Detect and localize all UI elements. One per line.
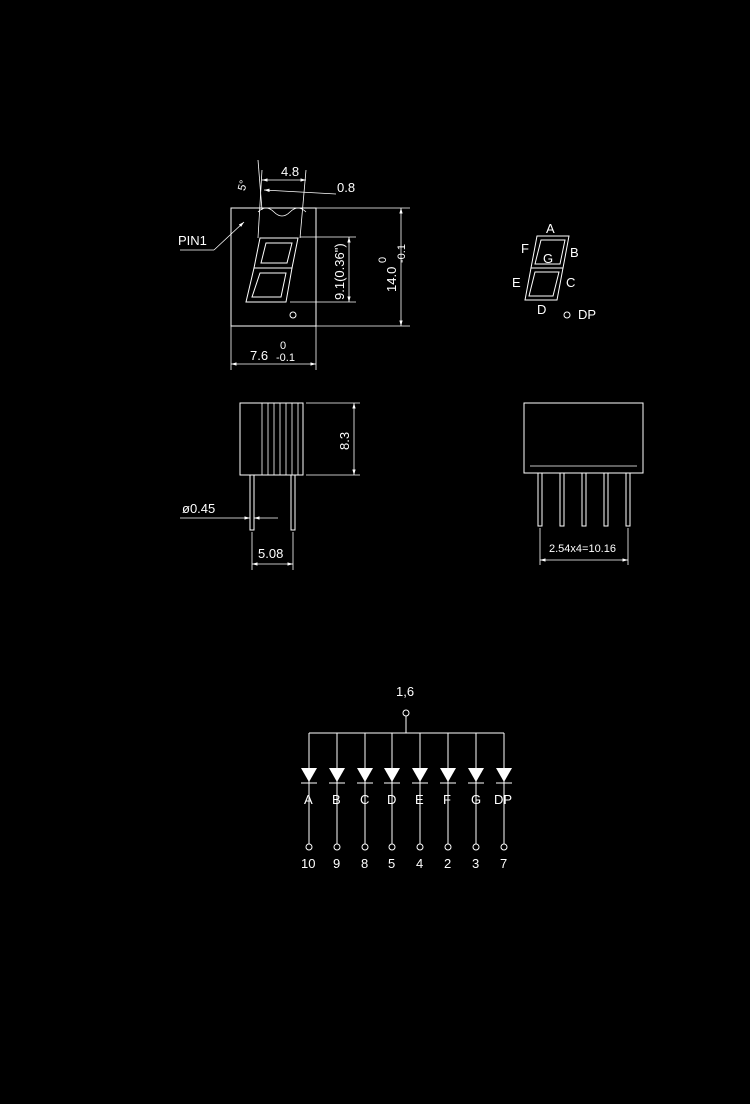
segment-label: A [304, 792, 313, 807]
common-pin-label: 1,6 [396, 684, 414, 699]
pin-terminal [416, 843, 424, 851]
pin-number: 3 [472, 856, 479, 871]
diode-branch: DP 7 [494, 733, 512, 871]
segment-label: G [471, 792, 481, 807]
dim-height-tol-upper: 0 [377, 257, 389, 263]
dim-height-nominal: 14.0 [384, 267, 399, 292]
dim-top-width: 4.8 [281, 164, 299, 179]
bottom-view: 2.54x4=10.16 [523, 402, 644, 565]
diode-branch: F2 [440, 733, 456, 871]
seg-label-f: F [521, 241, 529, 256]
dim-width-nominal: 7.6 [250, 348, 268, 363]
dim-height-tol-lower: -0.1 [396, 244, 408, 263]
dp-dot [289, 311, 297, 319]
pin-number: 9 [333, 856, 340, 871]
seg-label-e: E [512, 275, 521, 290]
front-view: 4.8 5° 0.8 PIN1 9.1(0.36") 14.0 0 -0.1 7… [178, 159, 410, 370]
diode-branch: A 10 [301, 733, 317, 871]
bottom-body-outline [523, 402, 644, 474]
diode-symbol [440, 768, 456, 782]
dim-digit-height: 9.1(0.36") [332, 243, 347, 300]
seg-label-a: A [546, 221, 555, 236]
diode-symbol [329, 768, 345, 782]
seg-dp-dot [563, 311, 571, 319]
pin-number: 10 [301, 856, 315, 871]
segment-label: E [415, 792, 424, 807]
pin-number: 7 [500, 856, 507, 871]
diode-branch: E4 [412, 733, 428, 871]
diode-branch: G3 [468, 733, 484, 871]
front-body-outline [230, 207, 317, 327]
dim-pin-pitch: 2.54x4=10.16 [549, 543, 616, 555]
pin-number: 2 [444, 856, 451, 871]
dim-width-tol-lower: -0.1 [276, 352, 295, 364]
side-body-outline [239, 402, 304, 476]
diode-symbol [357, 768, 373, 782]
side-view: 8.3 ø0.45 5.08 [180, 402, 360, 570]
dim-segment-width: 0.8 [337, 180, 355, 195]
diode-branch: C8 [357, 733, 373, 871]
pin-number: 5 [388, 856, 395, 871]
pin-number: 4 [416, 856, 423, 871]
dim-width-tol-upper: 0 [280, 340, 286, 352]
pin-number: 8 [361, 856, 368, 871]
pin-terminal [305, 843, 313, 851]
dim-slant: 5° [236, 179, 250, 192]
seg-label-d: D [537, 302, 546, 317]
segment-legend: A B C D E F G DP [512, 221, 596, 322]
seg-label-g: G [543, 251, 553, 266]
seg-label-b: B [570, 245, 579, 260]
side-pin-right [290, 474, 296, 531]
pin-terminal [361, 843, 369, 851]
diode-symbol [301, 768, 317, 782]
digit-outline [245, 237, 299, 303]
segment-label: D [387, 792, 396, 807]
dim-pin-row-spacing: 5.08 [258, 546, 283, 561]
diode-symbol [468, 768, 484, 782]
dim-pin-diameter: ø0.45 [182, 501, 215, 516]
diode-symbol [384, 768, 400, 782]
seg-label-dp: DP [578, 307, 596, 322]
segment-label: C [360, 792, 369, 807]
segment-label: F [443, 792, 451, 807]
pin-terminal [472, 843, 480, 851]
common-pin-terminal [402, 709, 410, 717]
diode-branch: B9 [329, 733, 345, 871]
pin-terminal [388, 843, 396, 851]
diode-branch: D5 [384, 733, 400, 871]
dim-body-height: 8.3 [337, 432, 352, 450]
pin-terminal [333, 843, 341, 851]
diode-symbol [412, 768, 428, 782]
diode-symbol [496, 768, 512, 782]
seg-label-c: C [566, 275, 575, 290]
segment-label: DP [494, 792, 512, 807]
segment-label: B [332, 792, 341, 807]
pin1-label: PIN1 [178, 233, 207, 248]
side-pin-left [249, 474, 255, 531]
pin-terminal [444, 843, 452, 851]
pin-terminal [500, 843, 508, 851]
